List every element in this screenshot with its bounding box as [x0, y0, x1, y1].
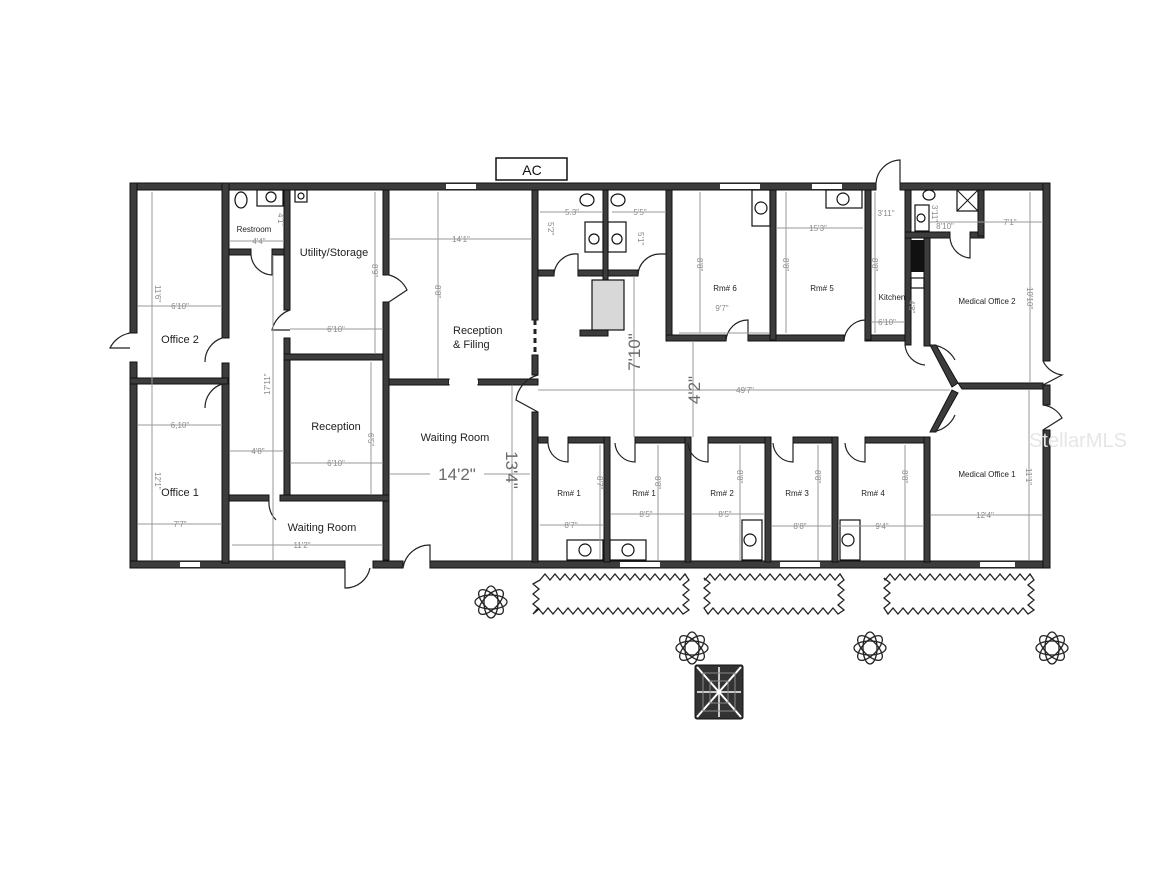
hedge-2 — [702, 572, 846, 616]
dim-mo2-bath-w: 8'10" — [936, 222, 954, 231]
room-reception: Reception — [311, 421, 361, 433]
dim-corridor-len: 49'7" — [736, 386, 754, 395]
dim-office1-w2: 6,10" — [171, 421, 190, 430]
dim-kitchen-h2: 4'8" — [907, 300, 916, 313]
dim-corridor-h2: 4'2" — [685, 376, 704, 404]
ac-label: AC — [522, 162, 541, 178]
dim-rm3-h: 8'8" — [813, 470, 822, 483]
hedge-3 — [882, 572, 1036, 616]
dim-bath-right-h: 5'1" — [636, 232, 645, 245]
dim-mo1-w: 12'4" — [976, 511, 994, 520]
room-rm1a: Rm# 1 — [557, 489, 581, 498]
room-reception-filing-1: Reception — [453, 325, 503, 337]
fixtures — [234, 189, 979, 561]
dim-kitchen-w-top: 3'11" — [877, 209, 894, 218]
dimension-labels: 6'10" 11'6" 6,10" 7'7" 12'1" 4'4" 4'1" 6… — [153, 205, 1034, 550]
dim-kitchen-w: 6'10" — [878, 318, 896, 327]
dim-rm1a-w: 8'7" — [564, 521, 577, 530]
dim-rm2-h: 8'8" — [735, 470, 744, 483]
dim-restroom-h: 4'1" — [276, 213, 285, 226]
room-rm4: Rm# 4 — [861, 489, 885, 498]
dim-restroom-w: 4'4" — [252, 237, 265, 246]
dim-rm1b-w: 8'5" — [639, 510, 652, 519]
ac-unit: AC — [495, 157, 568, 181]
dim-rm4-w: 9'4" — [875, 522, 888, 531]
dim-reception-filing-w: 14'1" — [452, 235, 470, 244]
dim-rm6-w: 9'7" — [715, 304, 728, 313]
hedge-1 — [531, 572, 691, 616]
dim-hall-h: 17'11" — [263, 373, 272, 395]
room-medical-office-2: Medical Office 2 — [958, 297, 1016, 306]
dim-mo2-w: 7'1" — [1003, 218, 1016, 227]
dim-waiting-small-w: 11'2" — [293, 541, 310, 550]
dimension-lines — [138, 192, 1043, 560]
dim-rm4-h: 8'8" — [900, 470, 909, 483]
room-kitchen: Kitchen — [879, 293, 906, 302]
dim-corridor-h1: 7'10" — [625, 333, 644, 371]
room-waiting-small: Waiting Room — [288, 522, 357, 534]
dim-rm1b-h: 8'8" — [653, 476, 662, 489]
dim-kitchen-h: 8'8" — [870, 258, 879, 271]
dim-mo1-h: 11'1" — [1024, 468, 1033, 485]
dim-bath-left-w: 5.3" — [565, 208, 579, 217]
dim-reception-w: 6'10" — [327, 459, 345, 468]
room-rm5: Rm# 5 — [810, 284, 834, 293]
room-utility-storage: Utility/Storage — [300, 247, 368, 259]
dim-hall-w: 4'8" — [251, 447, 264, 456]
shrub-icon — [675, 631, 709, 665]
room-rm1b: Rm# 1 — [632, 489, 656, 498]
room-rm3: Rm# 3 — [785, 489, 809, 498]
dim-waiting-main-h: 13'4" — [502, 451, 521, 489]
room-medical-office-1: Medical Office 1 — [958, 470, 1016, 479]
watermark: StellarMLS — [1029, 430, 1127, 452]
dim-reception-h: 6'5" — [366, 433, 375, 446]
dim-bath-left-h: 5'2" — [546, 222, 555, 235]
room-labels: Office 2 Office 1 Restroom Utility/Stora… — [161, 225, 1016, 534]
dim-rm2-w: 8'5" — [718, 510, 731, 519]
interior-walls — [129, 182, 1044, 564]
dim-rm5-h: 8'8" — [781, 258, 790, 271]
room-rm6: Rm# 6 — [713, 284, 737, 293]
doors — [109, 159, 1064, 589]
dim-utility-h: 8'9" — [370, 264, 379, 277]
dim-office2-w: 6'10" — [171, 302, 189, 311]
landscaping — [474, 572, 1069, 720]
dim-bath-right-w: 5'5" — [633, 208, 646, 217]
dim-reception-filing-h: 8'8" — [433, 285, 442, 298]
dim-rm6-h: 8'8" — [695, 258, 704, 271]
dim-mo2-bath-h: 3'11" — [930, 205, 939, 222]
shrub-icon — [474, 585, 508, 619]
dim-rm3-w: 8'8" — [793, 522, 806, 531]
dim-rm1a-h: 8'7" — [595, 476, 604, 489]
room-waiting-main: Waiting Room — [421, 432, 490, 444]
room-rm2: Rm# 2 — [710, 489, 734, 498]
drain-grate-icon — [694, 664, 744, 720]
shrub-icon — [1035, 631, 1069, 665]
room-reception-filing-2: & Filing — [453, 339, 490, 351]
room-restroom: Restroom — [237, 225, 272, 234]
dim-utility-w: 6'10" — [327, 325, 345, 334]
dim-mo2-h: 10'10" — [1025, 287, 1034, 309]
room-office-1: Office 1 — [161, 487, 199, 499]
dim-waiting-main-w: 14'2" — [438, 465, 476, 484]
dim-office1-w: 7'7" — [173, 520, 186, 529]
room-office-2: Office 2 — [161, 334, 199, 346]
dim-office2-h: 11'6" — [153, 285, 162, 302]
shrub-icon — [853, 631, 887, 665]
dim-office1-h: 12'1" — [153, 472, 162, 490]
dim-rm5-w: 15'3" — [809, 224, 827, 233]
